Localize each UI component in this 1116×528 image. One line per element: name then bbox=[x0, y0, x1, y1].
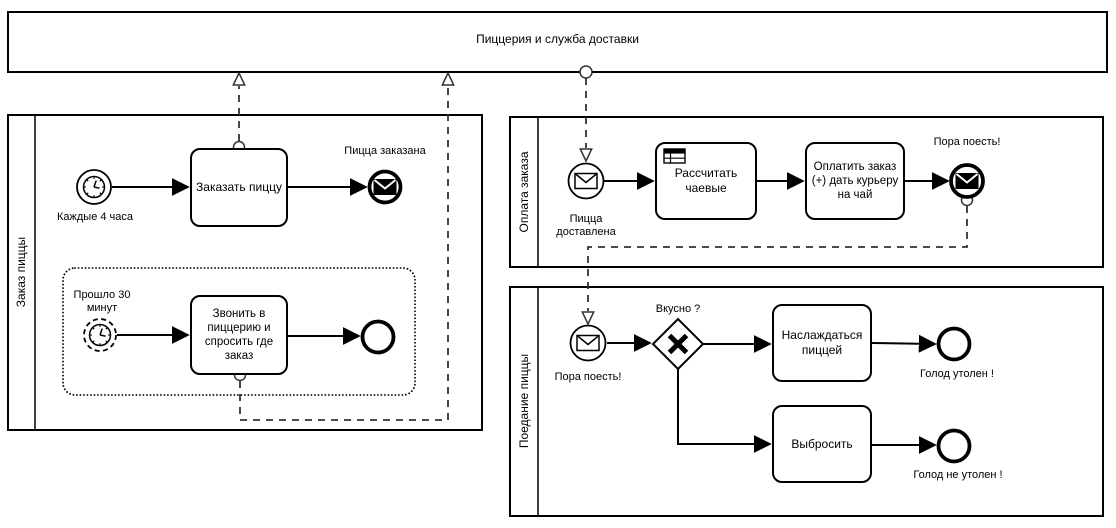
exclusive-gateway-tasty[interactable] bbox=[651, 317, 705, 371]
label-pizza-delivered: Пицца доставлена bbox=[556, 213, 616, 238]
msg-tail-circle bbox=[579, 65, 593, 79]
clock-icon bbox=[82, 175, 106, 199]
x-marker-icon bbox=[667, 333, 689, 355]
msg-arrowhead-icon bbox=[232, 71, 246, 86]
end-event-subprocess[interactable] bbox=[360, 319, 396, 355]
message-flow-ends bbox=[232, 65, 974, 382]
pool-delivery[interactable] bbox=[7, 11, 1108, 73]
envelope-icon bbox=[372, 178, 398, 196]
task-label: Звонить в пиццерию и спросить где заказ bbox=[204, 308, 274, 362]
msg-arrowhead-icon bbox=[581, 311, 595, 326]
label-every-4-hours: Каждые 4 часа bbox=[56, 211, 134, 223]
flow-enjoy-to-end bbox=[871, 334, 937, 353]
timer-start-event[interactable] bbox=[76, 169, 112, 205]
clock-icon bbox=[88, 323, 112, 347]
label-time-to-eat-eating: Пора поесть! bbox=[554, 371, 622, 383]
pool-title-order: Заказ пиццы bbox=[14, 236, 28, 308]
task-label: Выбросить bbox=[791, 436, 853, 451]
task-calculate-tips[interactable]: Рассчитать чаевые bbox=[655, 142, 757, 220]
msg-arrowhead-icon bbox=[579, 148, 593, 163]
message-start-event-time-to-eat[interactable] bbox=[569, 324, 607, 362]
task-label: Оплатить заказ (+) дать курьеру на чай bbox=[811, 161, 899, 201]
noninterrupting-timer-event[interactable] bbox=[83, 318, 117, 352]
msgflow-call-to-pizzeria bbox=[239, 86, 449, 421]
envelope-icon bbox=[954, 172, 980, 190]
event-subprocess-frame[interactable] bbox=[62, 267, 416, 396]
envelope-icon bbox=[574, 172, 598, 190]
task-label: Наслаждаться пиццей bbox=[781, 328, 863, 357]
sequence-flows bbox=[112, 172, 950, 454]
pool-title-eating: Поедание пиццы bbox=[517, 353, 531, 449]
message-end-event-time-to-eat[interactable] bbox=[949, 163, 985, 199]
label-30-min-passed: Прошло 30 минут bbox=[73, 289, 131, 314]
message-flows bbox=[238, 78, 968, 421]
task-label: Рассчитать чаевые bbox=[674, 166, 738, 195]
task-order-pizza[interactable]: Заказать пиццу bbox=[190, 148, 288, 227]
task-pay-order[interactable]: Оплатить заказ (+) дать курьеру на чай bbox=[805, 142, 905, 220]
end-event-hunger-not-satisfied[interactable] bbox=[936, 428, 972, 464]
msg-arrowhead-icon bbox=[441, 71, 455, 86]
envelope-icon bbox=[576, 334, 600, 352]
business-rule-table-icon bbox=[663, 148, 686, 168]
message-end-event-ordered[interactable] bbox=[367, 169, 403, 205]
task-enjoy-pizza[interactable]: Наслаждаться пиццей bbox=[772, 304, 872, 382]
pool-title-delivery: Пиццерия и служба доставки bbox=[476, 32, 639, 46]
flow-gateway-to-discard bbox=[677, 369, 772, 453]
label-hunger-not-satisfied: Голод не утолен ! bbox=[913, 469, 1003, 481]
end-event-hunger-satisfied[interactable] bbox=[936, 326, 972, 362]
task-throw-away[interactable]: Выбросить bbox=[772, 405, 872, 483]
task-label: Заказать пиццу bbox=[196, 180, 282, 194]
label-tasty-question: Вкусно ? bbox=[655, 303, 701, 315]
label-pizza-ordered: Пицца заказана bbox=[344, 145, 426, 157]
pool-title-payment: Оплата заказа bbox=[517, 151, 531, 233]
label-hunger-satisfied: Голод утолен ! bbox=[919, 368, 994, 380]
message-start-event-delivered[interactable] bbox=[567, 162, 605, 200]
task-call-pizzeria[interactable]: Звонить в пиццерию и спросить где заказ bbox=[190, 295, 288, 375]
label-time-to-eat-payment: Пора поесть! bbox=[933, 136, 1001, 148]
